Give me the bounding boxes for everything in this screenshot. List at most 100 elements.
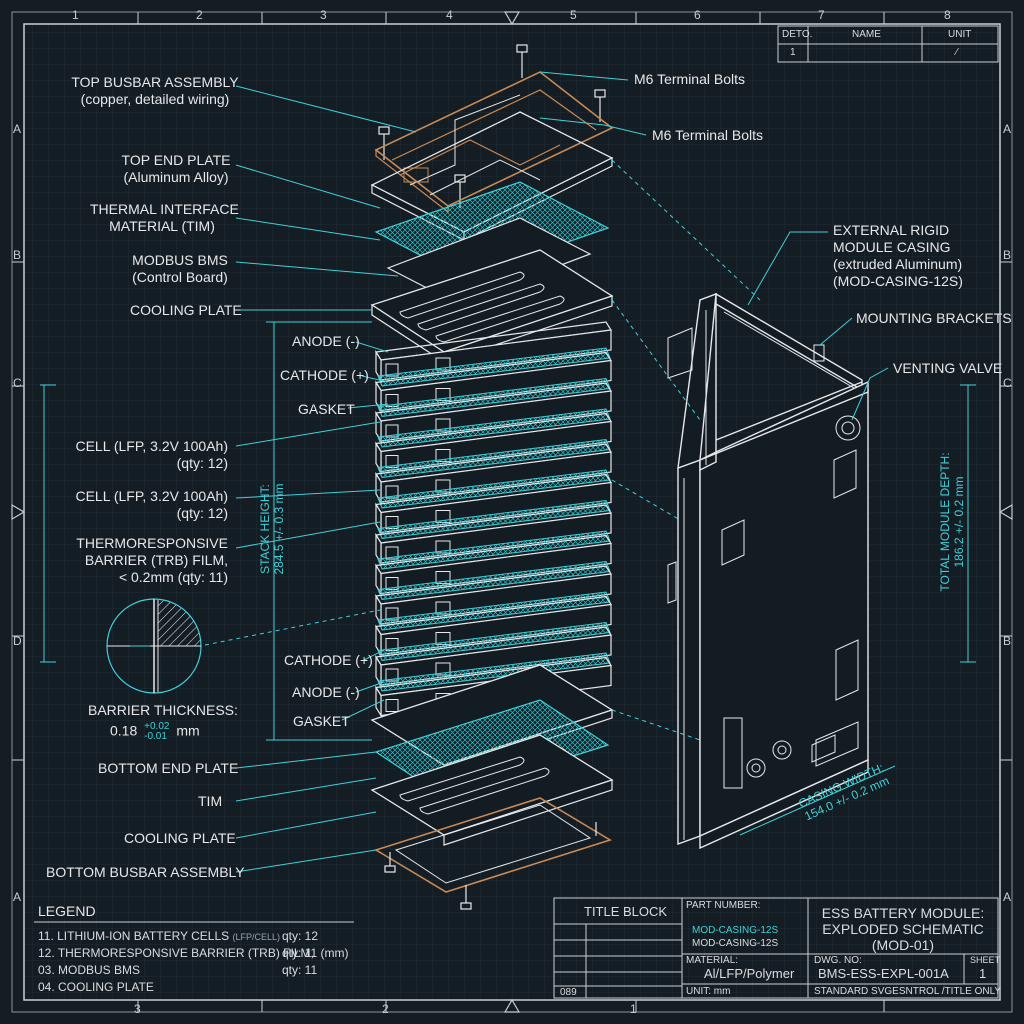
title-block-corner: 089: [560, 987, 577, 998]
label-tim-bottom: TIM: [198, 793, 222, 810]
barrier-thickness-value: 0.18 +0.02 -0.01 mm: [110, 722, 200, 742]
zone-right-c: C: [1003, 376, 1012, 390]
legend-item-qty: qty: 12: [282, 929, 318, 943]
legend-item-name: MODBUS BMS: [58, 963, 140, 977]
rev-header-unit: UNIT: [948, 29, 971, 40]
zone-left-d: D: [13, 634, 22, 648]
zone-right-a2: A: [1003, 890, 1011, 904]
zone-bottom-3: 3: [134, 1002, 141, 1016]
zone-right-b: B: [1003, 248, 1011, 262]
legend-item-number: 04.: [38, 980, 58, 994]
label-casing: EXTERNAL RIGID MODULE CASING (extruded A…: [833, 222, 963, 290]
label-bottom-busbar: BOTTOM BUSBAR ASSEMBLY: [46, 864, 245, 881]
zone-top-6: 6: [694, 8, 701, 22]
label-tim: THERMAL INTERFACE MATERIAL (TIM): [90, 201, 234, 235]
rev-row-number: 1: [790, 47, 796, 58]
drawing-title-line-3: (MOD-01): [810, 937, 996, 953]
material-label: MATERIAL:: [686, 955, 738, 966]
barrier-thickness-label: BARRIER THICKNESS:: [88, 702, 238, 719]
label-cell-a-name: CELL (LFP, 3.2V 100Ah): [60, 438, 228, 455]
legend-item: 03. MODBUS BMS: [38, 963, 140, 977]
drawing-title-line-1: ESS BATTERY MODULE:: [810, 905, 996, 921]
rev-header-deto: DETO.: [782, 29, 812, 40]
label-cathode-bottom: CATHODE (+): [284, 652, 373, 669]
barrier-tolerance: +0.02 -0.01: [144, 722, 169, 742]
zone-bottom-2: 2: [382, 1002, 389, 1016]
zone-bottom-1: 1: [630, 1002, 637, 1016]
label-gasket-top: GASKET: [298, 401, 355, 418]
zone-top-2: 2: [196, 8, 203, 22]
legend-item: 04. COOLING PLATE: [38, 980, 154, 994]
rev-row-unit: ⁄: [956, 47, 958, 58]
label-casing-line-3: (extruded Aluminum): [833, 256, 963, 273]
zone-top-5: 5: [570, 8, 577, 22]
label-trb-line-2: BARRIER (TRB) FILM,: [72, 552, 228, 569]
label-bms: MODBUS BMS (Control Board): [124, 252, 236, 286]
label-mounting-brackets: MOUNTING BRACKETS: [856, 310, 1012, 327]
title-block-heading: TITLE BLOCK: [584, 904, 667, 919]
legend-item-number: 11.: [38, 929, 57, 943]
label-m6-bolts-b: M6 Terminal Bolts: [652, 127, 763, 144]
label-cooling-plate-bottom: COOLING PLATE: [124, 830, 236, 847]
label-trb-line-1: THERMORESPONSIVE: [72, 535, 228, 552]
part-number-label: PART NUMBER:: [686, 900, 760, 911]
label-cathode-top: CATHODE (+): [280, 367, 369, 384]
label-top-busbar-name: TOP BUSBAR ASSEMBLY: [70, 74, 240, 91]
legend-item-number: 12.: [38, 946, 58, 960]
label-venting-valve: VENTING VALVE: [893, 360, 1002, 377]
sheet-number: 1: [979, 966, 986, 981]
zone-right-a: A: [1003, 122, 1011, 136]
label-cell-b-qty: (qty: 12): [60, 505, 228, 522]
standard-note: STANDARD SVGESNTROL /TITLE ONLY: [814, 986, 1001, 997]
label-gasket-bottom: GASKET: [293, 713, 350, 730]
part-number-1: MOD-CASING-12S: [692, 925, 778, 936]
zone-left-a2: A: [13, 890, 21, 904]
dim-stack-height-value: 284.5 +/- 0.3 mm: [272, 389, 286, 669]
drawing-title: ESS BATTERY MODULE: EXPLODED SCHEMATIC (…: [810, 905, 996, 953]
legend-item-qty: qty: 11: [282, 963, 317, 977]
label-bms-note: (Control Board): [124, 269, 236, 286]
label-cell-a: CELL (LFP, 3.2V 100Ah) (qty: 12): [60, 438, 228, 472]
label-trb-film: THERMORESPONSIVE BARRIER (TRB) FILM, < 0…: [72, 535, 228, 586]
rev-header-name: NAME: [852, 29, 881, 40]
sheet-label: SHEET: [970, 955, 1000, 965]
label-cooling-plate: COOLING PLATE: [130, 302, 242, 319]
zone-left-a: A: [13, 122, 21, 136]
label-anode-top: ANODE (-): [292, 333, 360, 350]
label-bms-name: MODBUS BMS: [124, 252, 236, 269]
zone-top-3: 3: [320, 8, 327, 22]
zone-left-b: B: [13, 248, 21, 262]
material-value: Al/LFP/Polymer: [704, 966, 794, 981]
label-casing-line-2: MODULE CASING: [833, 239, 963, 256]
zone-top-1: 1: [72, 8, 79, 22]
label-tim-note: MATERIAL (TIM): [90, 218, 234, 235]
label-cell-b-name: CELL (LFP, 3.2V 100Ah): [60, 488, 228, 505]
label-tim-name: THERMAL INTERFACE: [90, 201, 234, 218]
barrier-value: 0.18: [110, 723, 137, 739]
label-cell-a-qty: (qty: 12): [60, 455, 228, 472]
label-top-end-plate: TOP END PLATE (Aluminum Alloy): [112, 152, 240, 186]
legend-item-note: (LFP/CELL): [233, 932, 281, 942]
legend-item-name: LITHIUM-ION BATTERY CELLS: [57, 929, 232, 943]
zone-left-c: C: [13, 376, 22, 390]
zone-right-b2: B: [1003, 634, 1011, 648]
label-m6-bolts-a: M6 Terminal Bolts: [634, 71, 745, 88]
legend-item-name: THERMORESPONSIVE BARRIER (TRB) FILM,: [58, 946, 314, 960]
label-top-busbar: TOP BUSBAR ASSEMBLY (copper, detailed wi…: [70, 74, 240, 108]
drawing-title-line-2: EXPLODED SCHEMATIC: [810, 921, 996, 937]
cell-stack: [376, 322, 611, 716]
label-top-busbar-note: (copper, detailed wiring): [70, 91, 240, 108]
label-trb-line-3: < 0.2mm (qty: 11): [72, 569, 228, 586]
dwg-number: BMS-ESS-EXPL-001A: [818, 966, 949, 981]
dim-module-depth-label: TOTAL MODULE DEPTH:: [938, 382, 952, 662]
legend-item: 12. THERMORESPONSIVE BARRIER (TRB) FILM,: [38, 946, 314, 960]
legend-item-number: 03.: [38, 963, 58, 977]
barrier-unit: mm: [176, 723, 199, 739]
legend-item-qty: qty: 11 (mm): [282, 946, 348, 960]
label-casing-line-1: EXTERNAL RIGID: [833, 222, 963, 239]
zone-top-7: 7: [818, 8, 825, 22]
part-number-2: MOD-CASING-12S: [692, 938, 778, 949]
legend-title: LEGEND: [38, 903, 96, 920]
unit-label: UNIT: mm: [686, 986, 730, 997]
